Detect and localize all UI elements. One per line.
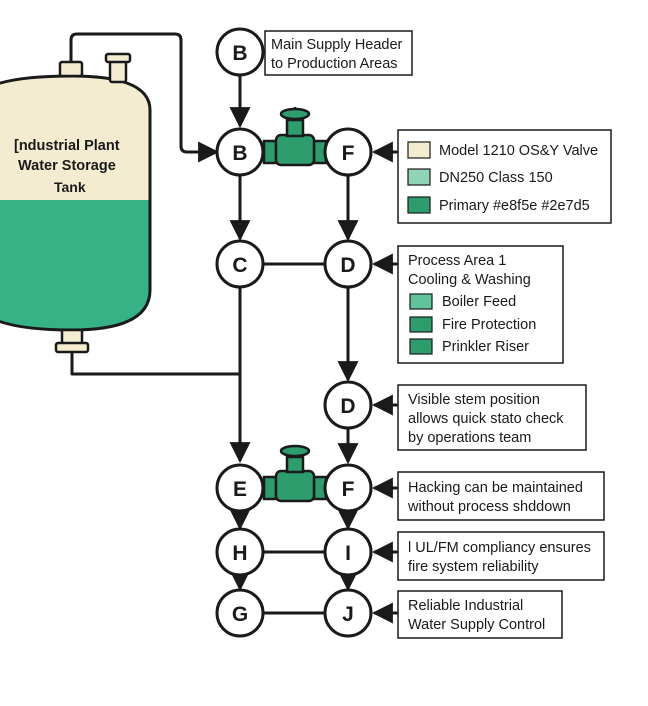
node-d-mid — [323, 239, 373, 289]
process-swatch-3 — [409, 338, 433, 355]
ul-line-1: l UL/FM compliancy ensures — [408, 540, 591, 556]
process-area-label: Process Area 1 Cooling & Washing Boiler … — [397, 245, 564, 364]
node-g — [215, 588, 265, 638]
tank-label-line-3: Tank — [54, 179, 86, 195]
process-item-2: Fire Protection — [442, 317, 536, 333]
tank-label-line-1: [ndustrial Plant — [14, 138, 120, 154]
node-d-mid-letter: D — [340, 254, 355, 277]
process-swatch-1 — [409, 293, 433, 310]
tank-outlet-nozzle — [58, 60, 84, 78]
node-e — [215, 463, 265, 513]
node-f-low — [323, 463, 373, 513]
node-i — [323, 527, 373, 577]
header-label: Main Supply Header to Production Areas — [264, 30, 413, 76]
stem-position-label: Visible stem position allows quick stato… — [397, 384, 587, 451]
node-h-letter: H — [232, 542, 247, 565]
pipe-drain-return — [70, 352, 240, 376]
tank-upper-fill — [0, 76, 150, 200]
ul-fm-label: l UL/FM compliancy ensures fire system r… — [397, 531, 605, 581]
reliable-line-1: Reliable Industrial — [408, 598, 523, 614]
node-c — [215, 239, 265, 289]
process-item-1: Boiler Feed — [442, 294, 516, 310]
node-c-letter: C — [232, 254, 247, 277]
gate-valve-upper-icon — [262, 107, 328, 167]
stem-line-2: allows quick stato check — [408, 411, 564, 427]
node-j — [323, 588, 373, 638]
legend-item-1: Model 1210 OS&Y Valve — [439, 143, 598, 159]
node-d-low-letter: D — [340, 395, 355, 418]
process-swatch-2 — [409, 316, 433, 333]
legend-swatch-primary — [407, 196, 431, 214]
hacking-line-1: Hacking can be maintained — [408, 480, 583, 496]
tank-water-fill — [0, 200, 150, 330]
legend-swatch-light-green — [407, 168, 431, 186]
node-g-letter: G — [232, 603, 248, 626]
pipe-network — [69, 32, 398, 624]
pipe-tank-to-b — [69, 32, 220, 163]
legend-item-2: DN250 Class 150 — [439, 170, 553, 186]
hacking-label: Hacking can be maintained without proces… — [397, 471, 605, 521]
node-e-letter: E — [233, 478, 247, 501]
node-b-mid — [215, 127, 265, 177]
legend-item-3: Primary #e8f5e #2e7d5 — [439, 198, 590, 214]
process-title-line-2: Cooling & Washing — [408, 272, 531, 288]
header-label-line-2: to Production Areas — [271, 56, 398, 72]
tank-outline — [0, 74, 152, 332]
gate-valve-lower-icon — [262, 444, 328, 503]
node-b-top-letter: B — [232, 42, 247, 65]
process-item-3: Prinkler Riser — [442, 339, 529, 355]
storage-tank: [ndustrial Plant Water Storage Tank — [0, 52, 152, 354]
tank-drain-flange — [54, 341, 90, 354]
node-f-top — [323, 127, 373, 177]
tank-vent-cap — [104, 52, 132, 64]
node-j-letter: J — [342, 603, 354, 626]
ul-line-2: fire system reliability — [408, 559, 539, 575]
legend-swatch-cream — [407, 141, 431, 159]
node-b-mid-letter: B — [232, 142, 247, 165]
node-h — [215, 527, 265, 577]
tank-label-line-2: Water Storage — [18, 158, 116, 174]
node-f-top-letter: F — [342, 142, 355, 165]
stem-line-1: Visible stem position — [408, 392, 540, 408]
node-f-low-letter: F — [342, 478, 355, 501]
valve-legend: Model 1210 OS&Y Valve DN250 Class 150 Pr… — [397, 129, 612, 224]
tank-vent-nozzle — [108, 58, 128, 84]
process-title-line-1: Process Area 1 — [408, 253, 506, 269]
stem-line-3: by operations team — [408, 430, 531, 446]
node-i-letter: I — [345, 542, 351, 565]
reliable-line-2: Water Supply Control — [408, 617, 545, 633]
hacking-line-2: without process shddown — [407, 499, 571, 515]
header-label-line-1: Main Supply Header — [271, 37, 403, 53]
reliable-supply-label: Reliable Industrial Water Supply Control — [397, 590, 563, 639]
node-d-low — [323, 380, 373, 430]
node-b-top — [215, 27, 265, 77]
